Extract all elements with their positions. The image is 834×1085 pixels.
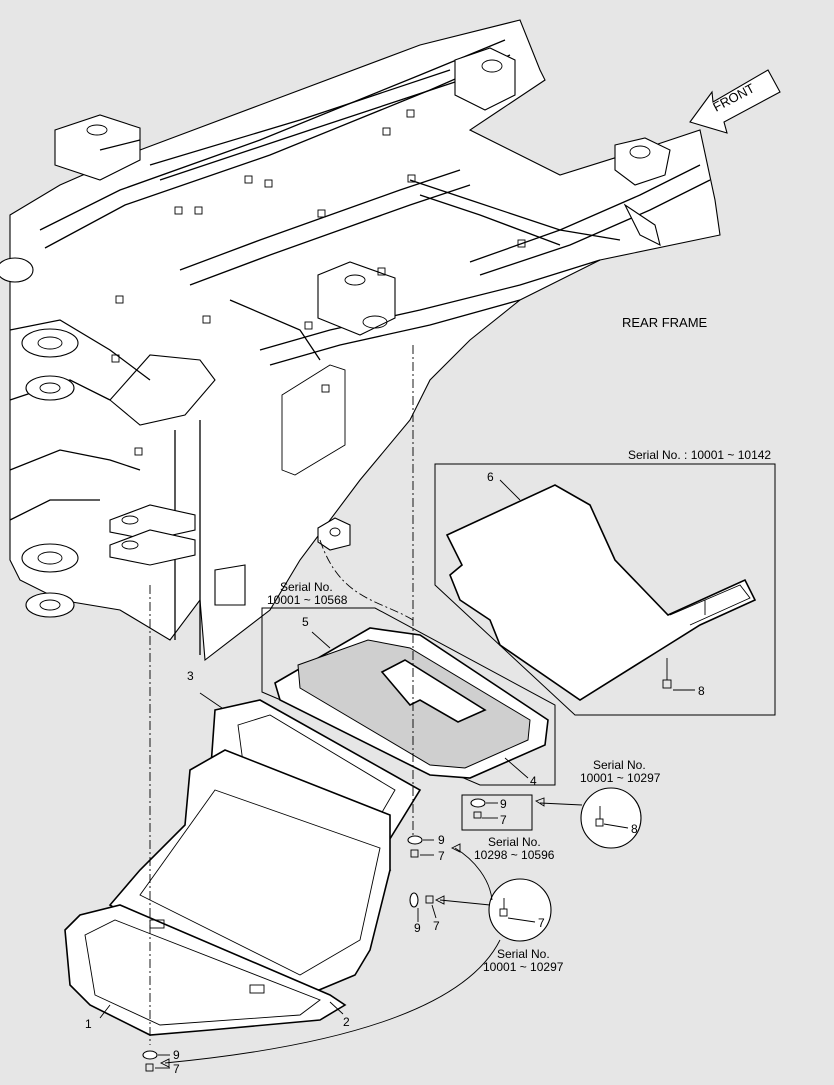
part-7-number-a: 7 — [500, 813, 507, 827]
part-8-number-b: 8 — [631, 822, 638, 836]
serial-top-right-label-1: Serial No. — [593, 758, 646, 772]
part-7-number-c: 7 — [433, 919, 440, 933]
washer-bolt-box — [461, 794, 533, 831]
serial-bottom-label-1: Serial No. — [497, 947, 550, 961]
part-7-number-d: 7 — [173, 1062, 180, 1076]
part-8-number-a: 8 — [698, 684, 705, 698]
rear-frame-label: REAR FRAME — [622, 315, 708, 330]
rear-frame-drawing — [0, 19, 721, 662]
serial-5-label-1: Serial No. — [280, 580, 333, 594]
serial-top-right-label-2: 10001 ~ 10297 — [580, 771, 661, 785]
part-5-number: 5 — [302, 615, 309, 629]
part-6-inset-box — [434, 463, 776, 716]
part-1-cover — [64, 904, 347, 1036]
part-9-number-b: 9 — [438, 833, 445, 847]
part-3-number: 3 — [187, 669, 194, 683]
part-5-pad — [297, 639, 531, 769]
part-7-number-e: 7 — [538, 916, 545, 930]
part-4-5-inset-box — [261, 607, 556, 786]
undercover-panels — [64, 699, 422, 1036]
detail-circle-bolt-8 — [580, 787, 642, 849]
detail-circle-bolt-7 — [488, 878, 552, 942]
serial-5-label-2: 10001 ~ 10568 — [267, 593, 348, 607]
part-1-number: 1 — [85, 1017, 92, 1031]
part-6-number: 6 — [487, 470, 494, 484]
front-arrow: FRONT — [689, 69, 781, 134]
serial-bottom-label-2: 10001 ~ 10297 — [483, 960, 564, 974]
part-4-number: 4 — [530, 774, 537, 788]
serial-mid-label-2: 10298 ~ 10596 — [474, 848, 555, 862]
part-2-number: 2 — [343, 1015, 350, 1029]
part-9-number-d: 9 — [173, 1048, 180, 1062]
part-9-number-c: 9 — [414, 921, 421, 935]
serial-mid-label-1: Serial No. — [488, 835, 541, 849]
part-6-cover — [445, 484, 757, 701]
part-9-number-a: 9 — [500, 797, 507, 811]
part-7-number-b: 7 — [438, 849, 445, 863]
serial-6-label: Serial No. : 10001 ~ 10142 — [628, 448, 771, 462]
